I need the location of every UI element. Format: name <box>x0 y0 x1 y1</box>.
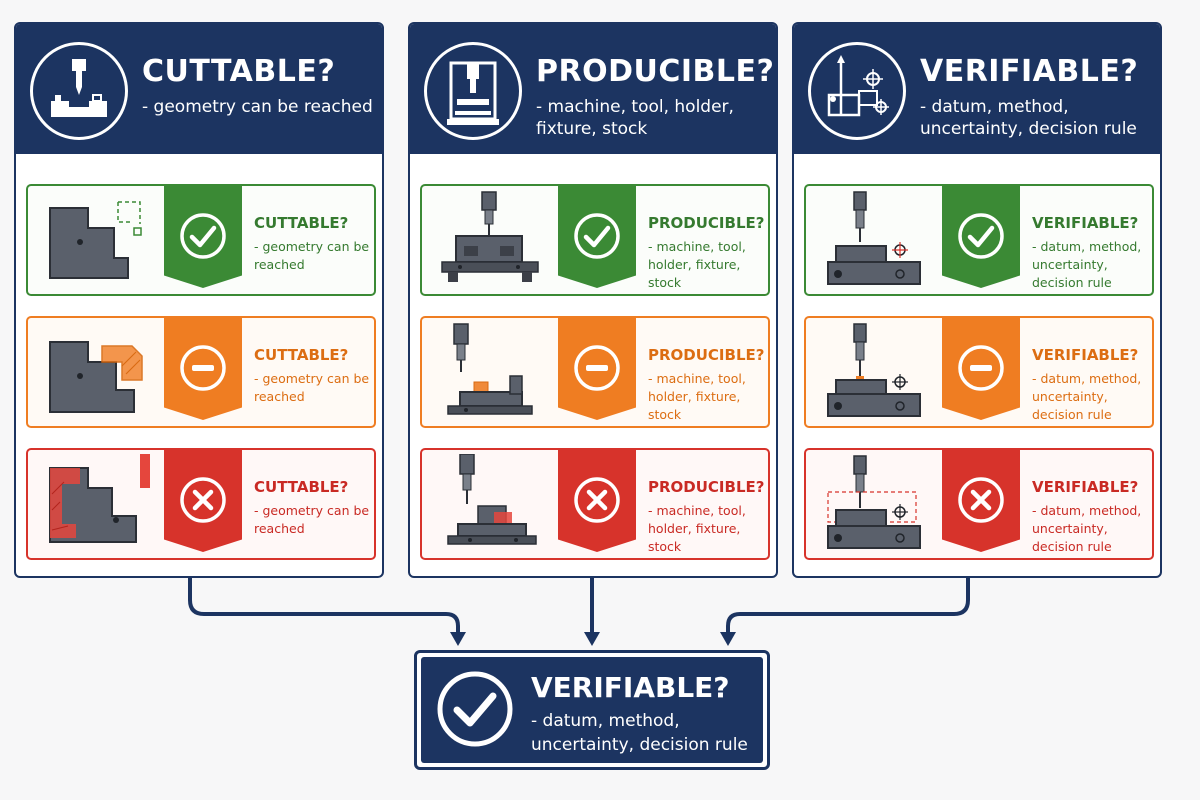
cuttable-header: CUTTABLE? - geometry can be reached <box>16 24 382 154</box>
cuttable-title: CUTTABLE? <box>142 54 336 89</box>
card-title: CUTTABLE? <box>254 346 349 364</box>
card-title: VERIFIABLE? <box>1032 346 1139 364</box>
producible-title: PRODUCIBLE? <box>536 54 775 89</box>
card-subtitle: - geometry can be reached <box>254 371 370 404</box>
card-title: CUTTABLE? <box>254 214 349 232</box>
minus-circle-icon <box>574 345 620 391</box>
verifiable-subtitle: - datum, method, uncertainty, decision r… <box>920 97 1137 139</box>
card-subtitle: - geometry can be reached <box>254 239 370 272</box>
cuttable-card-pass: CUTTABLE? - geometry can be reached <box>26 184 376 296</box>
producible-card-caution: PRODUCIBLE? - machine, tool, holder, fix… <box>420 316 770 428</box>
cuttable-column: CUTTABLE? - geometry can be reached CUTT… <box>14 22 384 578</box>
part-geometry-icon <box>49 341 143 413</box>
cnc-machine-icon <box>424 42 522 140</box>
producible-card-fail: PRODUCIBLE? - machine, tool, holder, fix… <box>420 448 770 560</box>
card-title: PRODUCIBLE? <box>648 478 765 496</box>
cuttable-subtitle: - geometry can be reached <box>142 97 373 117</box>
card-subtitle: - datum, method, uncertainty, decision r… <box>1032 371 1142 422</box>
cuttable-card-caution: CUTTABLE? - geometry can be reached <box>26 316 376 428</box>
part-geometry-icon <box>49 201 142 279</box>
machining-setup-icon <box>441 191 539 282</box>
machining-setup-icon <box>447 454 537 545</box>
card-subtitle: - datum, method, uncertainty, decision r… <box>1032 239 1142 290</box>
card-title: CUTTABLE? <box>254 478 349 496</box>
milling-part-icon <box>30 42 128 140</box>
producible-card-pass: PRODUCIBLE? - machine, tool, holder, fix… <box>420 184 770 296</box>
check-circle-icon <box>437 671 513 747</box>
card-subtitle: - datum, method, uncertainty, decision r… <box>1032 503 1142 554</box>
verifiable-card-caution: VERIFIABLE? - datum, method, uncertainty… <box>804 316 1154 428</box>
cuttable-card-fail: CUTTABLE? - geometry can be reached <box>26 448 376 560</box>
check-circle-icon <box>958 213 1004 259</box>
verifiable-header: VERIFIABLE? - datum, method, uncertainty… <box>794 24 1160 154</box>
producible-subtitle: - machine, tool, holder, fixture, stock <box>536 97 734 139</box>
result-title: VERIFIABLE? <box>531 671 730 704</box>
part-geometry-icon <box>49 454 150 543</box>
verifiable-title: VERIFIABLE? <box>920 54 1139 89</box>
probe-measurement-icon <box>827 455 921 549</box>
arrowhead-cuttable <box>450 632 466 646</box>
card-title: PRODUCIBLE? <box>648 346 765 364</box>
card-subtitle: - machine, tool, holder, fixture, stock <box>648 503 746 554</box>
card-title: VERIFIABLE? <box>1032 214 1139 232</box>
verifiable-column: VERIFIABLE? - datum, method, uncertainty… <box>792 22 1162 578</box>
card-title: PRODUCIBLE? <box>648 214 765 232</box>
arrowhead-verifiable <box>720 632 736 646</box>
check-circle-icon <box>180 213 226 259</box>
probe-measurement-icon <box>827 323 921 417</box>
producible-header: PRODUCIBLE? - machine, tool, holder, fix… <box>410 24 776 154</box>
x-circle-icon <box>958 477 1004 523</box>
result-subtitle: - datum, method, uncertainty, decision r… <box>531 711 748 755</box>
card-subtitle: - machine, tool, holder, fixture, stock <box>648 371 746 422</box>
x-circle-icon <box>574 477 620 523</box>
result-box: VERIFIABLE? - datum, method, uncertainty… <box>414 650 770 770</box>
producible-column: PRODUCIBLE? - machine, tool, holder, fix… <box>408 22 778 578</box>
minus-circle-icon <box>958 345 1004 391</box>
minus-circle-icon <box>180 345 226 391</box>
card-title: VERIFIABLE? <box>1032 478 1139 496</box>
arrow-from-cuttable <box>188 576 460 636</box>
machining-setup-icon <box>447 323 533 415</box>
probe-measurement-icon <box>827 191 921 285</box>
arrow-from-verifiable <box>726 576 970 636</box>
verifiable-card-pass: VERIFIABLE? - datum, method, uncertainty… <box>804 184 1154 296</box>
x-circle-icon <box>180 477 226 523</box>
verifiable-card-fail: VERIFIABLE? - datum, method, uncertainty… <box>804 448 1154 560</box>
check-circle-icon <box>574 213 620 259</box>
card-subtitle: - geometry can be reached <box>254 503 370 536</box>
coordinate-datum-icon <box>808 42 906 140</box>
card-subtitle: - machine, tool, holder, fixture, stock <box>648 239 746 290</box>
arrowhead-producible <box>584 632 600 646</box>
